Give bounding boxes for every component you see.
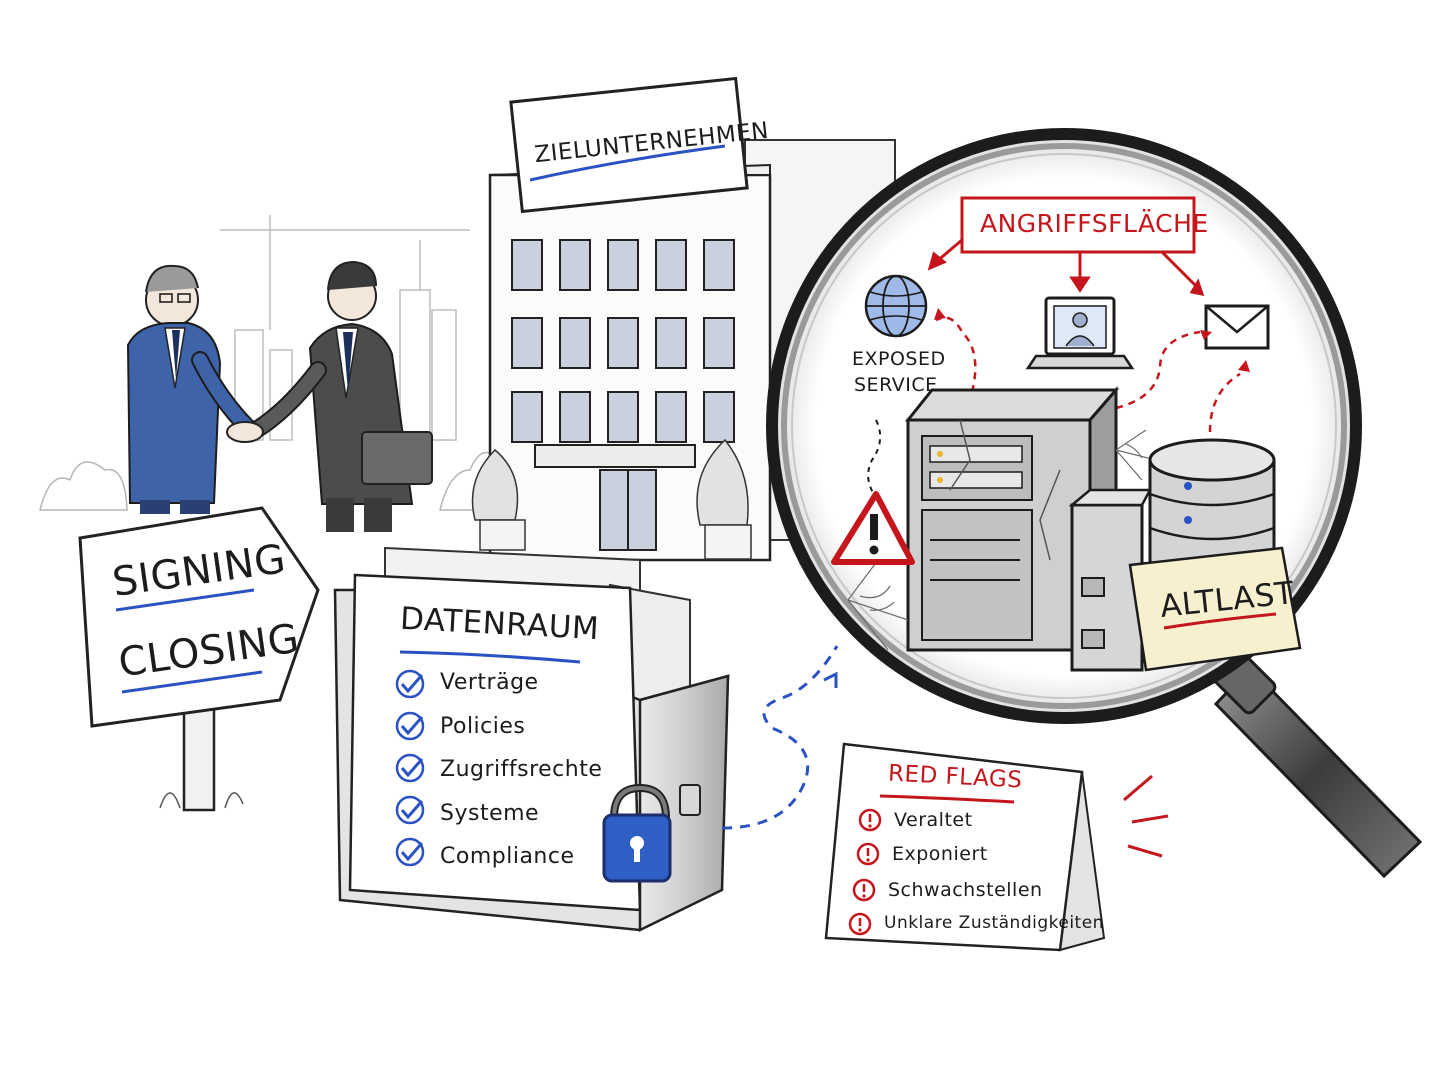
- exposed-service-line2: SERVICE: [854, 374, 938, 396]
- signing-closing-signpost: [78, 506, 320, 812]
- exclamation-icon: [852, 878, 876, 902]
- exclamation-dot: [858, 928, 862, 932]
- threat-paths: [935, 316, 1241, 433]
- red-flag-item: Exponiert: [892, 843, 988, 865]
- checkmark-tick: [400, 842, 424, 862]
- server-icon: [904, 385, 1153, 672]
- seller-person: [247, 260, 433, 532]
- red-flags-card: [824, 742, 1106, 952]
- building-window: [703, 317, 735, 369]
- exclamation-icon: [858, 808, 882, 832]
- dataroom-to-lens-arrow: [721, 645, 839, 830]
- dataroom-item: Policies: [440, 713, 526, 739]
- dataroom-item: Compliance: [440, 844, 575, 869]
- potted-plant-left: [471, 448, 526, 551]
- building-window: [607, 239, 639, 291]
- mail-icon: [1204, 304, 1270, 350]
- exclamation-icon: [856, 842, 880, 866]
- building-window: [703, 391, 735, 443]
- laptop-user-icon: [1025, 296, 1135, 370]
- checkmark-tick: [400, 758, 424, 778]
- potted-plant-right: [696, 438, 752, 560]
- attack-surface-title-box: [960, 196, 1196, 254]
- handshake-people: [126, 260, 433, 532]
- building-window: [655, 391, 687, 443]
- checkmark-tick: [400, 800, 424, 820]
- checkmark-tick: [400, 716, 424, 736]
- building-window: [559, 391, 591, 443]
- padlock-icon: [602, 783, 672, 883]
- attack-surface-title: ANGRIFFSFLÄCHE: [980, 209, 1209, 238]
- building-window: [655, 317, 687, 369]
- database-icon: [1148, 438, 1276, 582]
- red-flag-item: Veraltet: [894, 809, 973, 831]
- dataroom-folder: [333, 546, 730, 933]
- exclamation-icon: [848, 912, 872, 936]
- building-window: [607, 317, 639, 369]
- alert-strokes: [1123, 774, 1169, 858]
- checkmark-icon: [395, 711, 425, 741]
- dataroom-checklist: [395, 669, 425, 867]
- building-window: [703, 239, 735, 291]
- dataroom-item: Systeme: [440, 800, 540, 826]
- red-flag-item: Unklare Zuständigkeiten: [884, 913, 1104, 933]
- checkmark-icon: [395, 669, 425, 699]
- building-window: [511, 317, 543, 369]
- building-window: [655, 239, 687, 291]
- exposed-service-line1: EXPOSED: [852, 348, 946, 370]
- red-flags-list: [848, 808, 882, 936]
- red-flag-item: Schwachstellen: [888, 879, 1043, 901]
- buyer-person: [126, 264, 259, 514]
- globe-icon: [864, 274, 928, 338]
- checkmark-tick: [400, 674, 424, 694]
- building-window: [511, 391, 543, 443]
- building-window: [559, 317, 591, 369]
- target-company-building: [471, 76, 896, 562]
- altlast-note: [1128, 546, 1302, 672]
- dataroom-item: Zugriffsrechte: [440, 757, 603, 782]
- checkmark-icon: [395, 753, 425, 783]
- exclamation-dot: [862, 894, 866, 898]
- exclamation-dot: [866, 858, 870, 862]
- checkmark-icon: [395, 795, 425, 825]
- dataroom-item: Verträge: [440, 670, 539, 695]
- building-windows: [511, 239, 735, 443]
- warning-icon: [831, 491, 915, 565]
- checkmark-icon: [395, 837, 425, 867]
- building-window: [511, 239, 543, 291]
- building-window: [559, 239, 591, 291]
- background-bushes: [39, 451, 520, 511]
- building-window: [607, 391, 639, 443]
- exclamation-dot: [868, 824, 872, 828]
- spider-web: [847, 429, 1157, 651]
- attack-surface-arrows: [927, 238, 1205, 296]
